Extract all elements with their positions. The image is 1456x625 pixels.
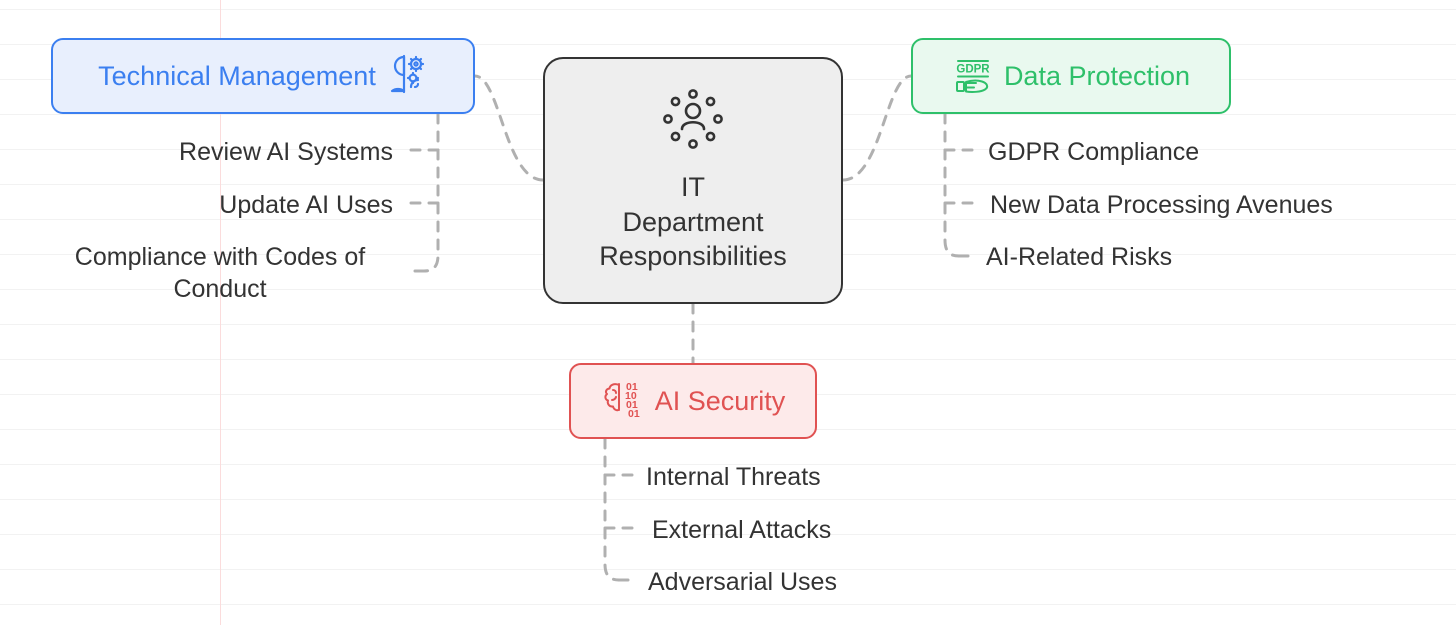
root-node-label: IT Department Responsibilities [599, 170, 787, 274]
leaf-adversarial-uses: Adversarial Uses [648, 568, 837, 596]
leaf-compliance-codes-of-conduct: Compliance with Codes of Conduct [74, 243, 366, 303]
root-label-line-3: Responsibilities [599, 241, 787, 272]
edge-tech-spine [422, 112, 440, 273]
edge-root-technical [473, 74, 545, 182]
vertical-guide-line [220, 0, 221, 625]
leaf-ai-related-risks: AI-Related Risks [986, 243, 1173, 271]
people-network-icon [661, 87, 725, 156]
edge-sec-spine [603, 437, 621, 582]
edge-root-dataprotection [841, 74, 913, 182]
branch-label-technical-management: Technical Management [98, 60, 376, 91]
svg-text:01: 01 [626, 399, 638, 411]
root-label-line-2: Department [622, 206, 764, 237]
gdpr-hand-icon: GDPR [952, 53, 994, 100]
svg-text:10: 10 [625, 390, 637, 402]
root-node[interactable]: IT Department Responsibilities [543, 57, 843, 304]
leaf-gdpr-compliance: GDPR Compliance [988, 138, 1200, 166]
branch-node-technical-management[interactable]: Technical Management [51, 38, 475, 114]
branch-node-data-protection[interactable]: GDPR Data Protection [911, 38, 1231, 114]
branch-label-data-protection: Data Protection [1003, 60, 1191, 91]
leaf-new-data-processing-avenues: New Data Processing Avenues [990, 191, 1333, 219]
root-label-line-1: IT [681, 172, 705, 203]
branch-node-ai-security[interactable]: 01 10 01 01 AI Security [569, 363, 817, 439]
edge-data-spine [943, 112, 961, 258]
brain-binary-icon: 01 10 01 01 [601, 378, 645, 425]
head-gears-icon [386, 53, 428, 100]
leaf-external-attacks: External Attacks [652, 516, 832, 544]
branch-label-ai-security: AI Security [654, 385, 786, 416]
leaf-internal-threats: Internal Threats [646, 463, 821, 491]
leaf-update-ai-uses: Update AI Uses [219, 191, 393, 219]
svg-text:01: 01 [626, 381, 638, 393]
svg-text:GDPR: GDPR [956, 63, 990, 75]
leaf-review-ai-systems: Review AI Systems [179, 138, 393, 166]
svg-text:01: 01 [628, 408, 640, 420]
